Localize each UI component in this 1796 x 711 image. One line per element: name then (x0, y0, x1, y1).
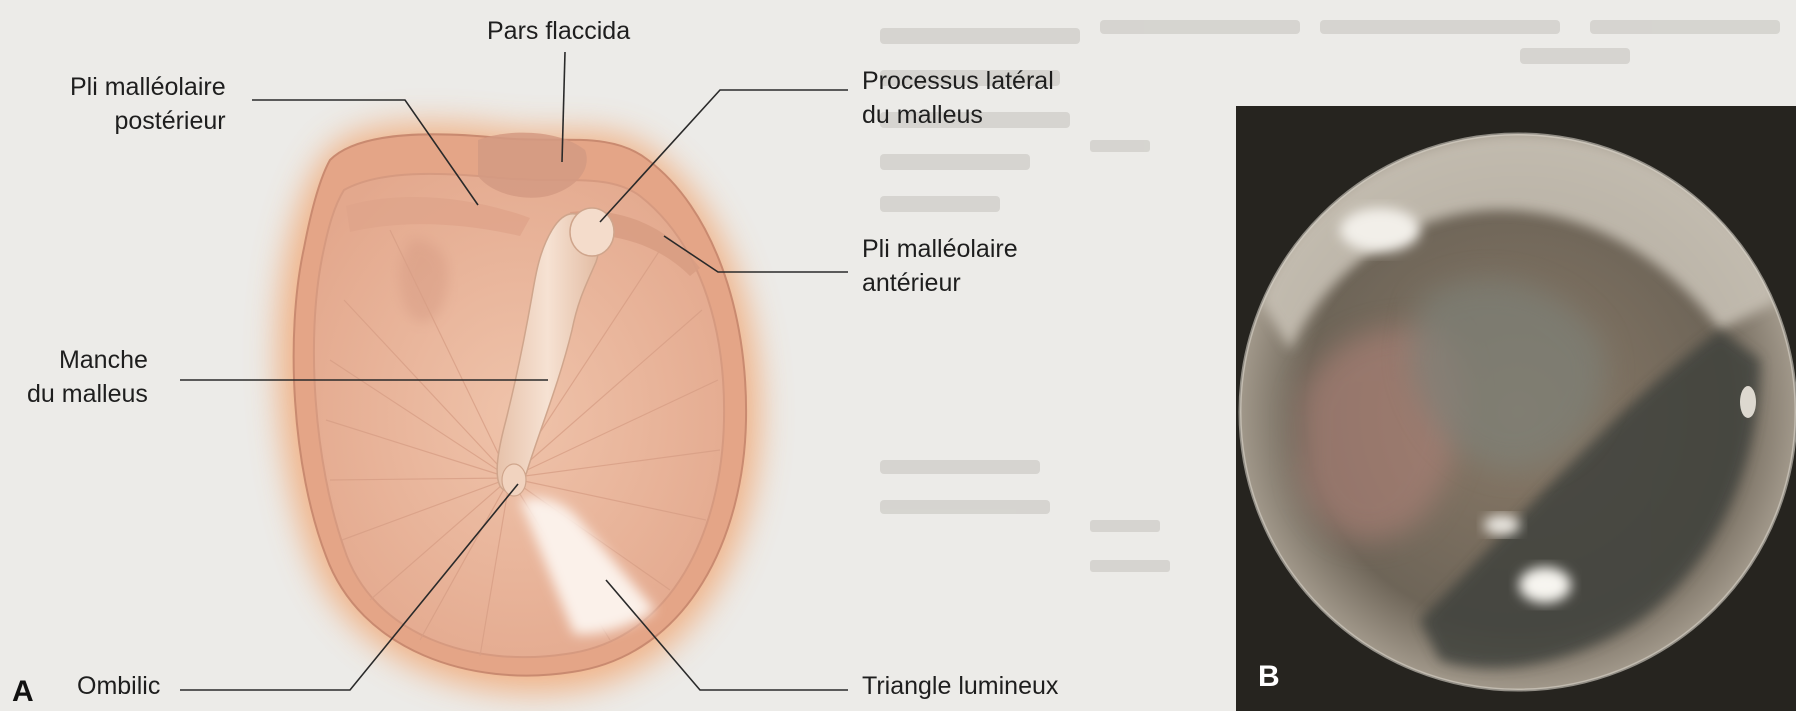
tympanic-membrane-illustration (278, 123, 760, 693)
label-pars-flaccida: Pars flaccida (487, 14, 630, 48)
label-processus-lateral: Processus latéral du malleus (862, 64, 1054, 132)
label-pli-malleolaire-posterieur: Pli malléolaire postérieur (70, 70, 226, 138)
photo-highlight-mid (1484, 515, 1520, 535)
lateral-process (570, 208, 614, 256)
panel-a-letter: A (12, 675, 34, 709)
otoscopic-photo (1236, 106, 1796, 711)
label-pli-malleolaire-anterieur: Pli malléolaire antérieur (862, 232, 1018, 300)
photo-highlight-top (1340, 208, 1420, 252)
panel-b-letter: B (1258, 660, 1280, 694)
label-manche-du-malleus: Manche du malleus (27, 343, 148, 411)
label-ombilic: Ombilic (77, 669, 160, 703)
photo-highlight-right (1740, 386, 1756, 418)
umbo (502, 464, 526, 496)
label-triangle-lumineux: Triangle lumineux (862, 669, 1058, 703)
photo-highlight-bottom (1519, 567, 1571, 603)
